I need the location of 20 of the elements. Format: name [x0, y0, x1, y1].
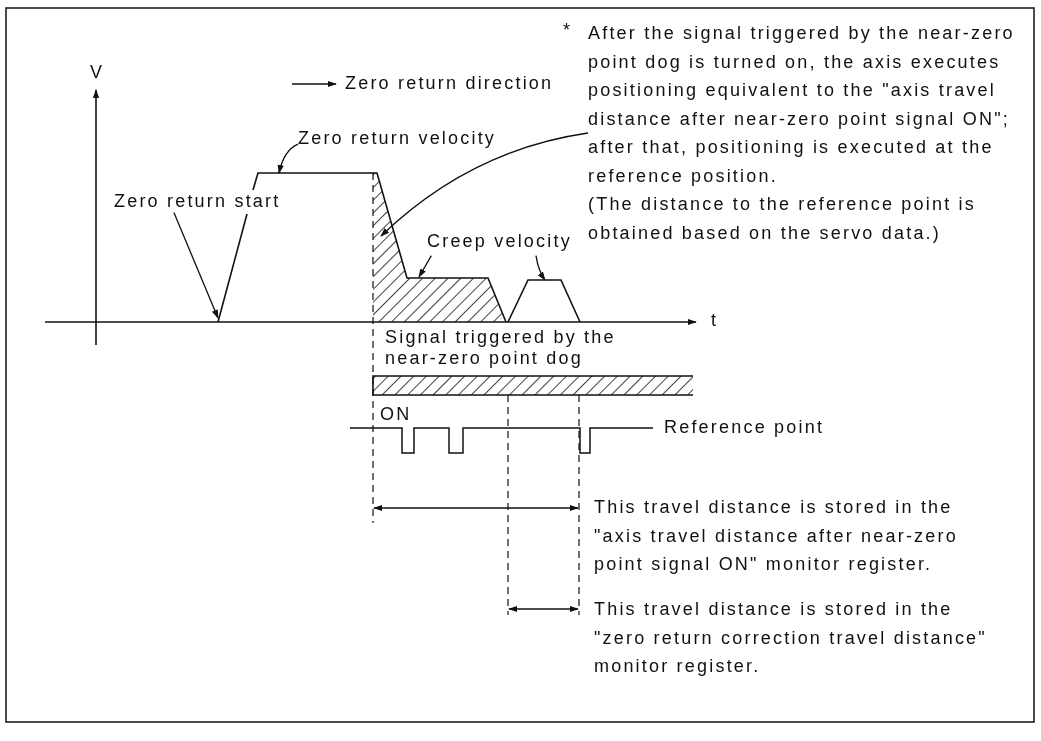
leader-line: [277, 143, 299, 174]
callout-text: Zero return start: [114, 191, 281, 213]
callout-text: Creep velocity: [427, 231, 572, 253]
note-paragraph: (The distance to the reference point is obtained based on the servo data.): [588, 193, 977, 245]
leader-line: [418, 254, 432, 278]
callout-text: Zero return velocity: [298, 128, 497, 150]
footnote-mark: *: [563, 20, 573, 42]
state-label: ON: [380, 404, 412, 426]
note-paragraph: After the signal triggered by the near-zero point dog is turned on, the axis executes positioning equivalent to the "axis travel distance after near-zero point signal ON"; after that, positioning is executed at the reference position.: [588, 22, 1016, 188]
velocity-bump: [507, 279, 581, 323]
axis-label: t: [711, 310, 719, 332]
axis-label: V: [90, 62, 105, 84]
description-text: This travel distance is stored in the "zero return correction travel distance" monitor register.: [594, 598, 988, 678]
signal-label: Signal triggered by the near-zero point dog: [385, 327, 617, 369]
leader-line: [173, 211, 219, 319]
leader-line: [380, 132, 589, 237]
signal-label: Reference point: [664, 417, 825, 439]
description-text: This travel distance is stored in the "axis travel distance after near-zero point signal ON" monitor register.: [594, 496, 959, 576]
direction-label: Zero return direction: [345, 73, 554, 95]
leader-line: [535, 254, 546, 281]
